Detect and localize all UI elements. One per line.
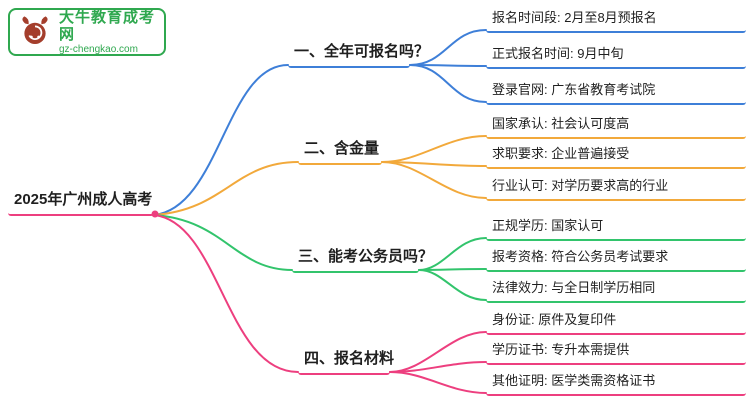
leaf-id-card: 身份证: 原件及复印件 [486, 306, 746, 335]
logo-domain: gz-chengkao.com [59, 43, 138, 55]
site-logo: 大牛教育成考网 gz-chengkao.com [8, 8, 166, 56]
branch-2-topic: 二、含金量 [298, 134, 382, 165]
branch-4-topic: 四、报名材料 [298, 344, 394, 375]
logo-title: 大牛教育成考网 [59, 9, 156, 44]
leaf-state-recognition: 国家承认: 社会认可度高 [486, 110, 746, 139]
leaf-job-requirement: 求职要求: 企业普遍接受 [486, 140, 746, 169]
branch-3-topic: 三、能考公务员吗？ [292, 242, 433, 273]
leaf-signup-period: 报名时间段: 2月至8月预报名 [486, 4, 746, 33]
leaf-diploma-certificate: 学历证书: 专升本需提供 [486, 336, 746, 365]
root-topic: 2025年广州成人高考 [8, 185, 154, 216]
logo-text-block: 大牛教育成考网 gz-chengkao.com [59, 9, 156, 55]
bull-icon [22, 16, 48, 45]
leaf-official-website: 登录官网: 广东省教育考试院 [486, 76, 746, 105]
leaf-exam-eligibility: 报考资格: 符合公务员考试要求 [486, 243, 746, 272]
leaf-industry-recognition: 行业认可: 对学历要求高的行业 [486, 172, 746, 201]
leaf-other-certificates: 其他证明: 医学类需资格证书 [486, 367, 746, 396]
leaf-official-signup-time: 正式报名时间: 9月中旬 [486, 40, 746, 69]
leaf-legal-effect: 法律效力: 与全日制学历相同 [486, 274, 746, 303]
leaf-formal-diploma: 正规学历: 国家认可 [486, 212, 746, 241]
branch-1-topic: 一、全年可报名吗？ [288, 37, 429, 68]
